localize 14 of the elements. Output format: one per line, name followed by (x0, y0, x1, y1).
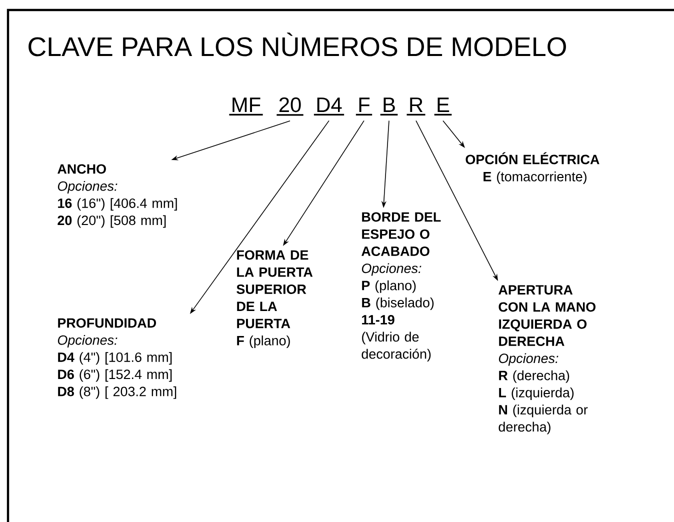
code-segment: E (434, 98, 452, 116)
option-description: ANCHO Opciones: 16 (16") [406.4 mm] 20 (20") [508 mm] (58, 164, 177, 228)
option-description: FORMA DE LA PUERTA SUPERIOR DE LA PUERTA F (plano) (236, 250, 313, 348)
code-segment: D4 (314, 98, 344, 116)
code-segment: R (406, 98, 426, 116)
option-description: BORDE DEL ESPEJO O ACABADO Opciones: P (plano) B (biselado) 11-19 (Vidrio de decoración) (362, 212, 441, 362)
code-segment: B (380, 98, 398, 116)
option-description: OPCIÓN ELÉCTRICA E (tomacorriente) (466, 152, 600, 184)
code-segment: F (356, 98, 372, 116)
code-segment: MF (229, 98, 263, 116)
title: CLAVE PARA LOS NÙMEROS DE MODELO (28, 32, 566, 56)
option-description: APERTURA CON LA MANO IZQUIERDA O DERECHA Opciones: R (derecha) L (izquierda) N (izquierda or derecha) (498, 285, 596, 434)
option-description: PROFUNDIDAD Opciones: D4 (4") [101.6 mm] D6 (6") [152.4 mm] D8 (8") [ 203.2 mm] (58, 318, 176, 399)
code-segment: 20 (276, 97, 304, 116)
